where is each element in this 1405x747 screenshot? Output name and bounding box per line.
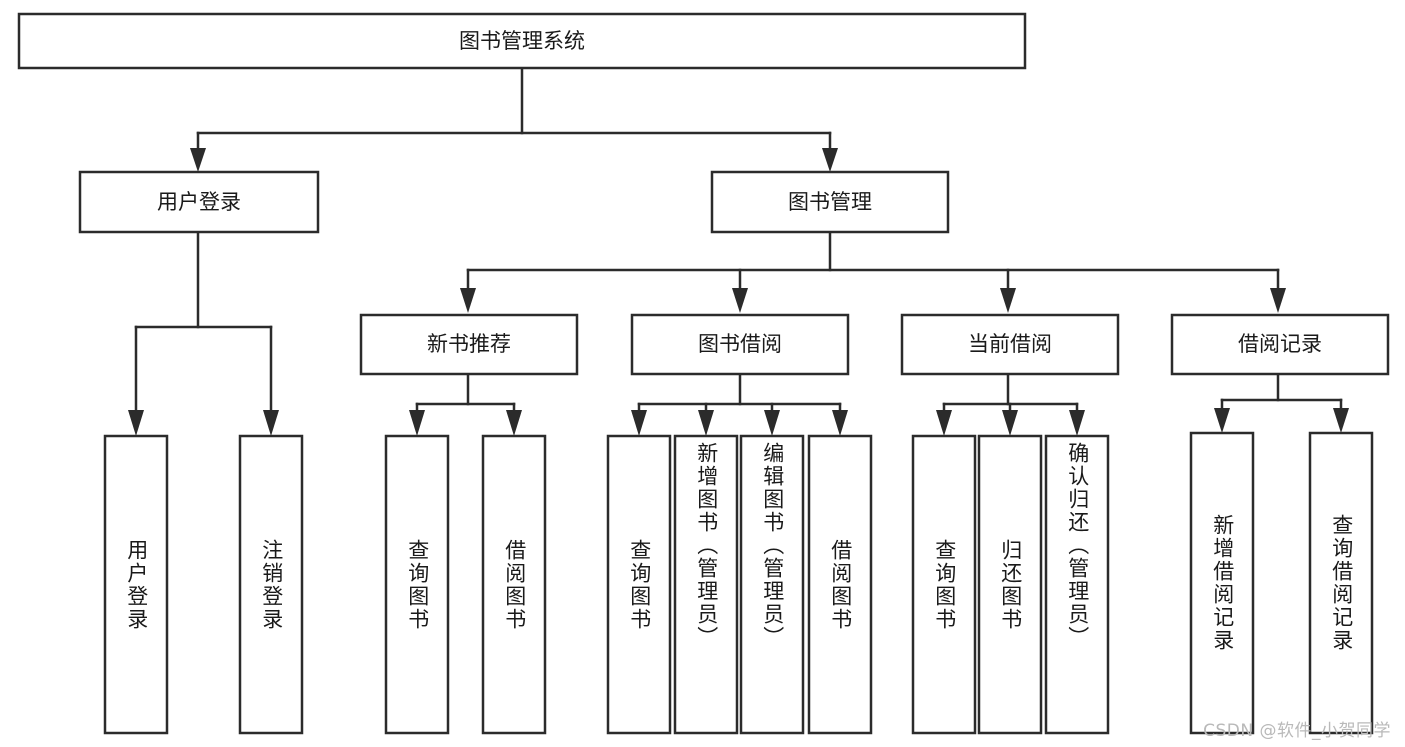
arrow-to-book-manage [822,148,838,172]
node-leaf-query-book-2-box[interactable] [606,434,672,735]
node-root-box[interactable] [17,12,1027,70]
node-leaf-return-book-box[interactable] [977,434,1043,735]
arrow-to-leaf-query-book-1 [409,410,425,436]
node-new-book-rec[interactable]: 新书推荐 [359,313,579,376]
arrow-to-leaf-query-record [1333,408,1349,433]
node-user-login[interactable]: 用户登录 [78,170,320,234]
node-leaf-confirm-return-box[interactable] [1044,434,1110,735]
node-leaf-borrow-book-2-box[interactable] [807,434,873,735]
arrow-to-leaf-add-book [698,410,714,436]
arrow-to-leaf-borrow-book-1 [506,410,522,436]
arrow-to-leaf-query-book-3 [936,410,952,436]
node-current-borrow[interactable]: 当前借阅 [900,313,1120,376]
node-user-login-label: 用户登录 [157,190,241,214]
node-leaf-add-book-box[interactable] [673,434,739,735]
node-leaf-borrow-book-1-box[interactable] [481,434,547,735]
node-root[interactable]: 图书管理系统 [17,12,1027,70]
arrow-to-leaf-add-record [1214,408,1230,433]
arrow-to-borrow-record [1270,288,1286,313]
connectors [128,66,1349,436]
arrow-to-new-book-rec [460,288,476,313]
arrow-to-user-login [190,148,206,172]
arrow-to-leaf-return-book [1002,410,1018,436]
node-user-login-box[interactable] [78,170,320,234]
node-leaf-query-book-3-box[interactable] [911,434,977,735]
arrow-to-book-borrow [732,288,748,313]
node-leaf-user-login-box[interactable] [103,434,169,735]
leaf-boxes [103,431,1374,735]
node-book-manage-box[interactable] [710,170,950,234]
node-leaf-edit-book-box[interactable] [739,434,805,735]
arrow-to-leaf-edit-book [764,410,780,436]
arrow-to-leaf-borrow-book-2 [832,410,848,436]
arrow-to-current-borrow [1000,288,1016,313]
node-current-borrow-box[interactable] [900,313,1120,376]
arrow-to-leaf-user-login [128,410,144,436]
node-leaf-user-logout-box[interactable] [238,434,304,735]
arrow-to-leaf-user-logout [263,410,279,436]
node-leaf-add-record-box[interactable] [1189,431,1255,735]
node-book-borrow[interactable]: 图书借阅 [630,313,850,376]
node-borrow-record[interactable]: 借阅记录 [1170,313,1390,376]
node-book-borrow-label: 图书借阅 [698,332,782,356]
node-borrow-record-label: 借阅记录 [1238,332,1322,356]
node-current-borrow-label: 当前借阅 [968,332,1052,356]
node-leaf-query-book-1-box[interactable] [384,434,450,735]
node-book-manage-label: 图书管理 [788,190,872,214]
node-new-book-rec-label: 新书推荐 [427,332,511,356]
node-root-label: 图书管理系统 [459,29,585,53]
node-borrow-record-box[interactable] [1170,313,1390,376]
arrow-to-leaf-query-book-2 [631,410,647,436]
arrow-to-leaf-confirm-return [1069,410,1085,436]
node-new-book-rec-box[interactable] [359,313,579,376]
node-leaf-query-record-box[interactable] [1308,431,1374,735]
node-book-borrow-box[interactable] [630,313,850,376]
node-book-manage[interactable]: 图书管理 [710,170,950,234]
csdn-watermark: CSDN @软件_小贺同学 [1203,721,1391,741]
